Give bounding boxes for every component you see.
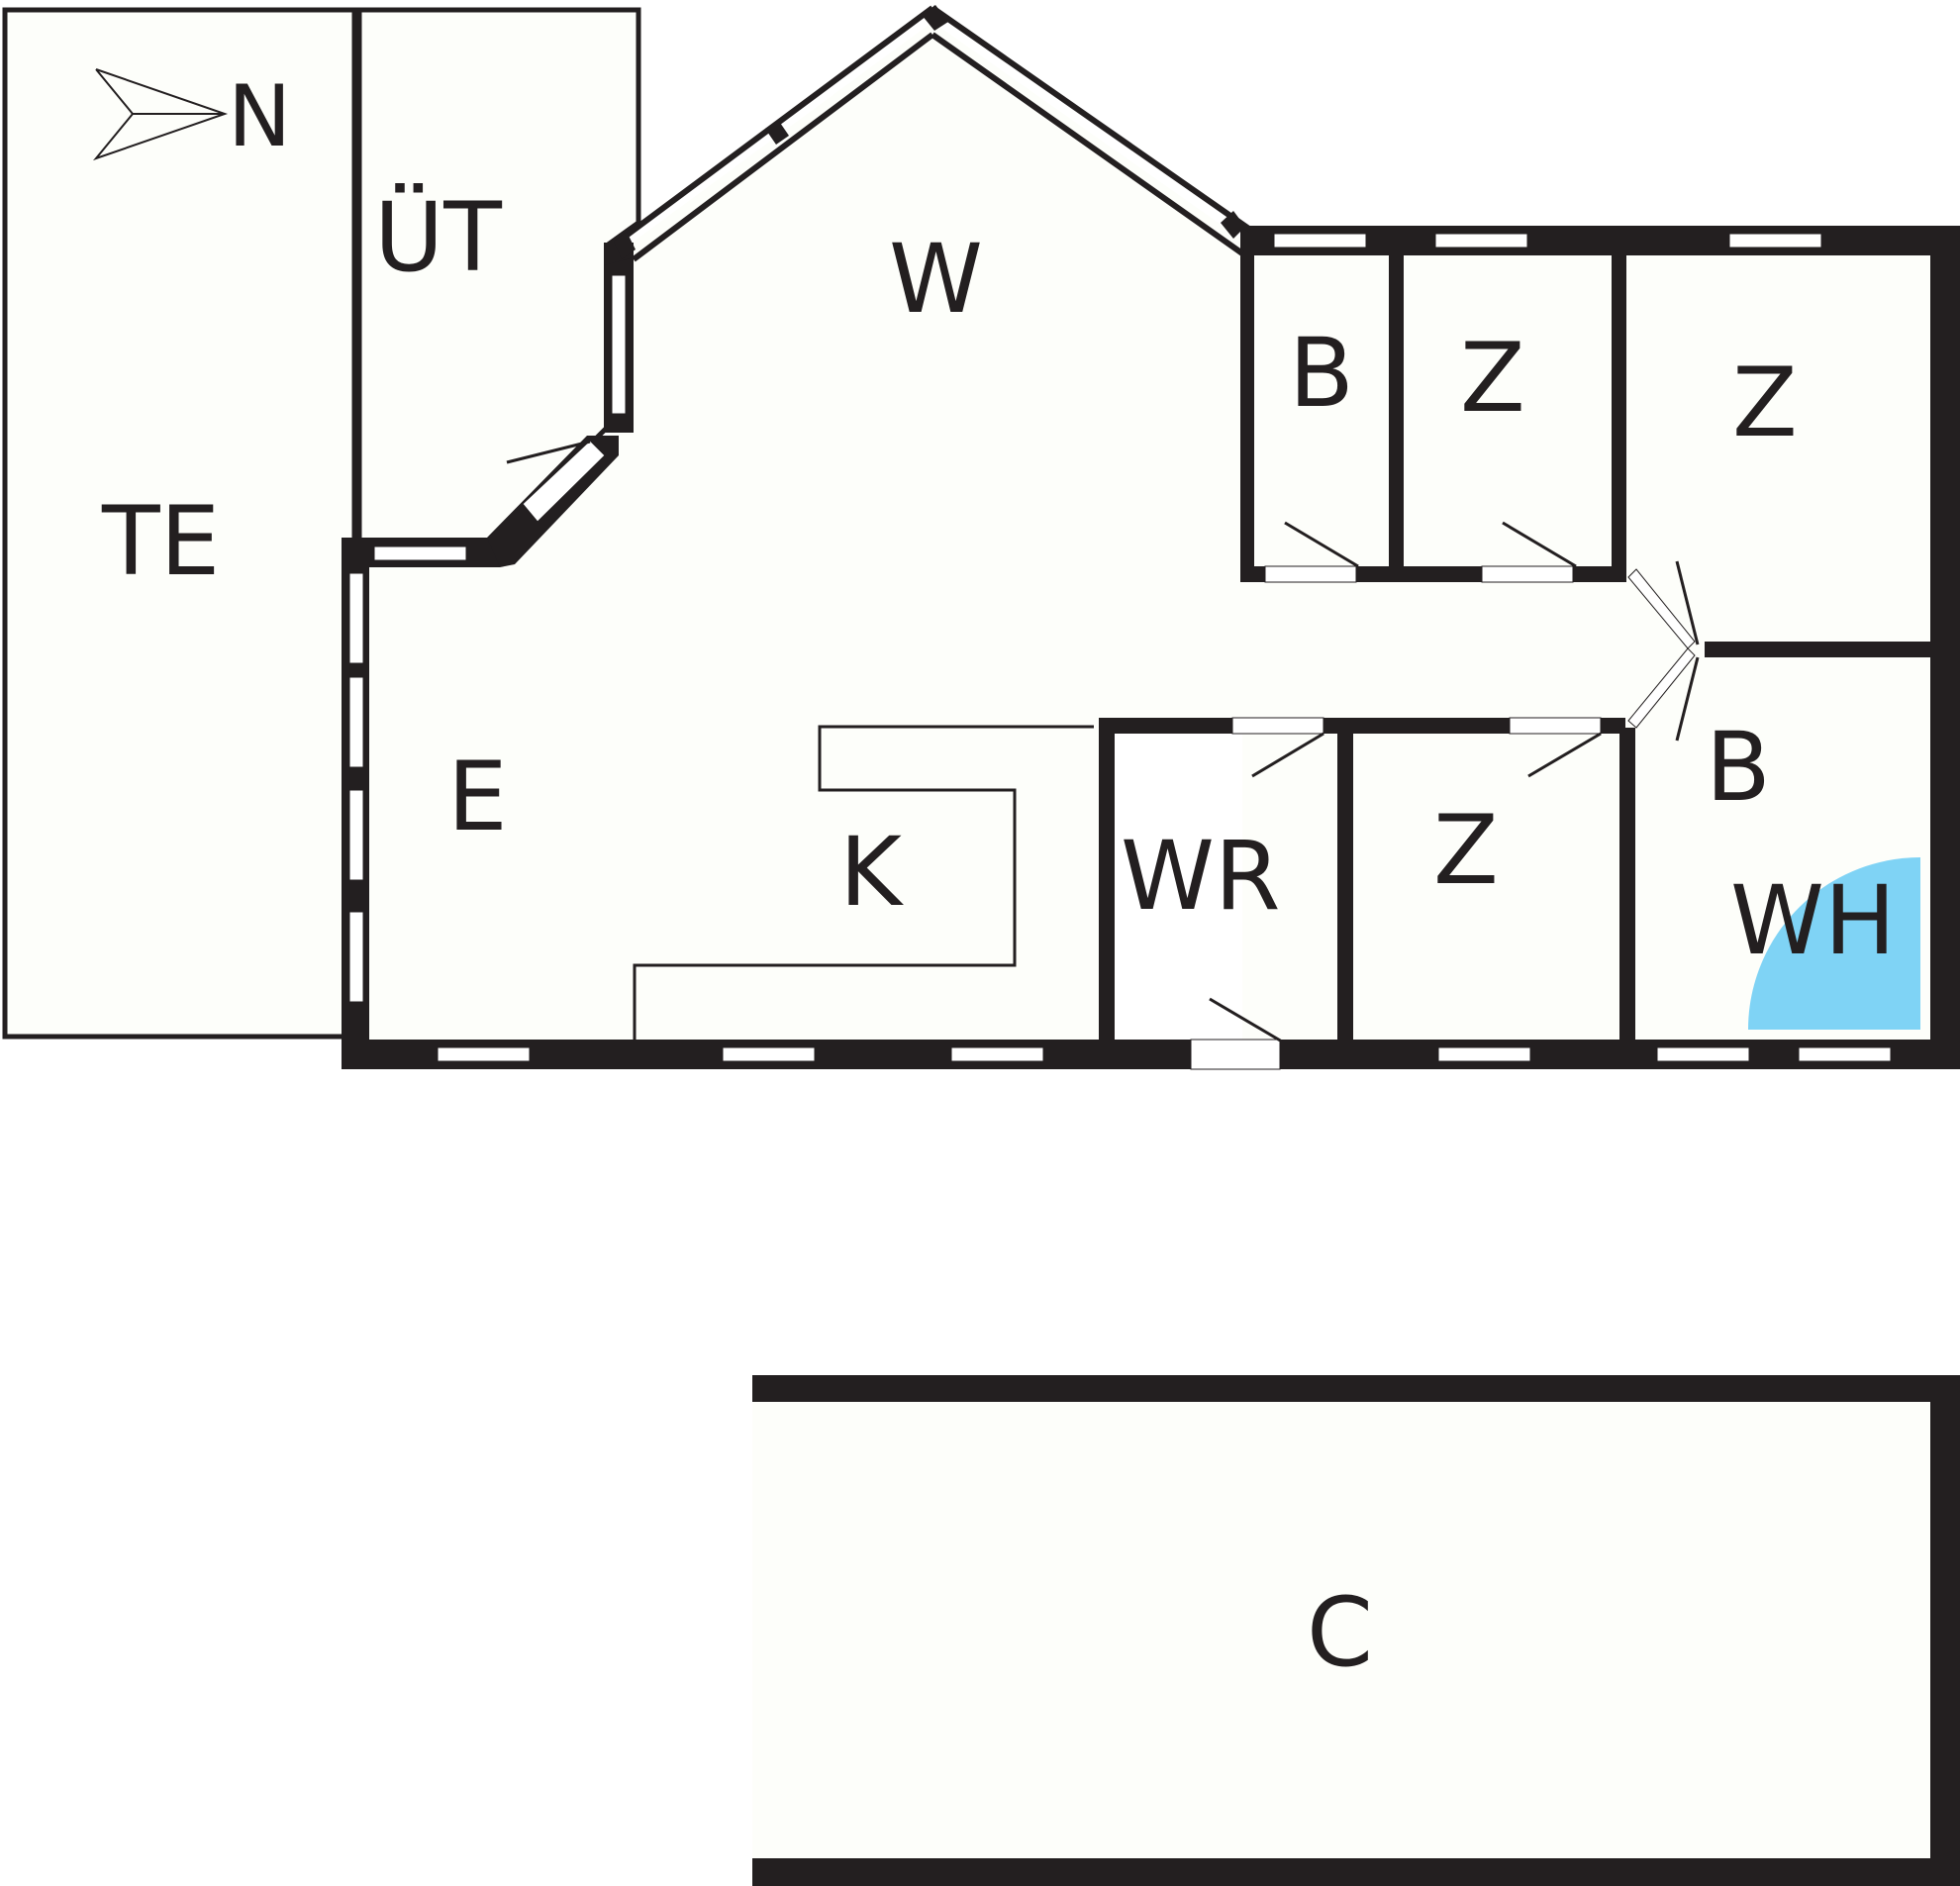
room-label-kitchen: K [839,817,904,928]
compass-icon [92,68,229,161]
door-openings [1191,566,1601,1069]
kitchen-counter [633,725,1094,1040]
diagonal-wall-posts [614,5,1245,259]
door-leaves [1209,521,1700,1043]
double-door-gap-top [1627,568,1696,649]
room-label-whirlpool: WH [1730,865,1896,976]
windows [346,231,1894,1064]
room-label-terrace: TE [101,486,220,597]
house-floor [369,22,1695,1040]
room-label-entrance: E [447,742,508,852]
entrance-door-leaf [506,440,591,464]
door-frames [1190,565,1602,1070]
room-label-living: W [889,224,983,335]
room-label-covered-terrace: ÜT [374,182,502,293]
entrance-door-gap [522,440,606,523]
double-door-gap-bottom [1627,647,1696,729]
compass-label: N [228,67,291,166]
room-label-toilet: WR [1121,821,1281,932]
whirlpool-tub [1748,857,1920,1030]
terrace-area [2,7,357,1040]
room-label-room-bottom: Z [1433,795,1499,906]
thin-wall [605,220,640,248]
carport-floor [752,1399,1942,1861]
room-label-room-top-middle: Z [1460,323,1525,434]
room-label-bath-right: B [1706,712,1771,823]
room-label-bath-top: B [1289,318,1354,429]
room-label-room-top-right: Z [1732,347,1798,458]
room-label-carport: C [1307,1577,1373,1688]
